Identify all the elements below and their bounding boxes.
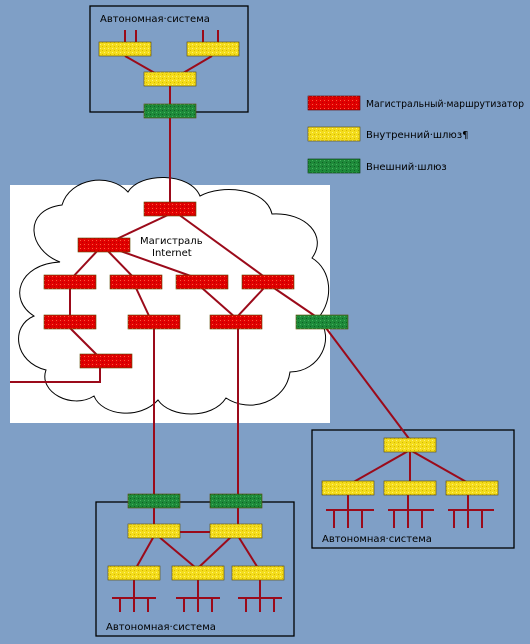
legend-external-gateway-swatch <box>307 158 361 174</box>
legend: Магистральный·маршрутизатор Внутренний·ш… <box>307 95 524 174</box>
autonomous-system-top-label: Автономная·система <box>100 14 210 25</box>
internal-gateway-device <box>321 480 375 496</box>
internal-gateway-device <box>231 565 285 581</box>
internal-gateway-device <box>445 480 499 496</box>
internal-gateway-device <box>383 437 437 453</box>
internal-gateway-device <box>186 41 240 57</box>
internal-gateway-device <box>383 480 437 496</box>
internal-gateway-device <box>98 41 152 57</box>
backbone-router-device <box>175 274 229 290</box>
backbone-router-device <box>43 314 97 330</box>
backbone-router-device <box>241 274 295 290</box>
autonomous-system-bottom-label: Автономная·система <box>106 622 216 633</box>
internal-gateway-device <box>107 565 161 581</box>
legend-external-gateway-label: Внешний·шлюз <box>366 162 447 173</box>
legend-backbone-router-swatch <box>307 95 361 111</box>
external-gateway-device <box>295 314 349 330</box>
backbone-router-device <box>79 353 133 369</box>
backbone-router-device <box>43 274 97 290</box>
autonomous-system-right-frame <box>311 429 515 549</box>
cloud-label-line2: Internet <box>152 248 192 259</box>
internal-gateway-device <box>209 523 263 539</box>
external-gateway-device <box>209 493 263 509</box>
backbone-router-device <box>77 237 131 253</box>
backbone-router-device <box>143 201 197 217</box>
legend-internal-gateway-label: Внутренний·шлюз¶ <box>366 130 469 141</box>
external-gateway-device <box>127 493 181 509</box>
backbone-router-device <box>209 314 263 330</box>
cloud-label-line1: Магистраль <box>140 236 203 247</box>
internal-gateway-device <box>171 565 225 581</box>
backbone-router-device <box>127 314 181 330</box>
legend-backbone-router-label: Магистральный·маршрутизатор <box>366 99 524 110</box>
internal-gateway-device <box>127 523 181 539</box>
backbone-router-device <box>109 274 163 290</box>
autonomous-system-right-label: Автономная·система <box>322 534 432 545</box>
autonomous-system-bottom-frame <box>95 501 295 637</box>
external-gateway-device <box>143 103 197 119</box>
devices <box>43 41 499 581</box>
internal-gateway-device <box>143 71 197 87</box>
legend-internal-gateway-swatch <box>307 126 361 142</box>
